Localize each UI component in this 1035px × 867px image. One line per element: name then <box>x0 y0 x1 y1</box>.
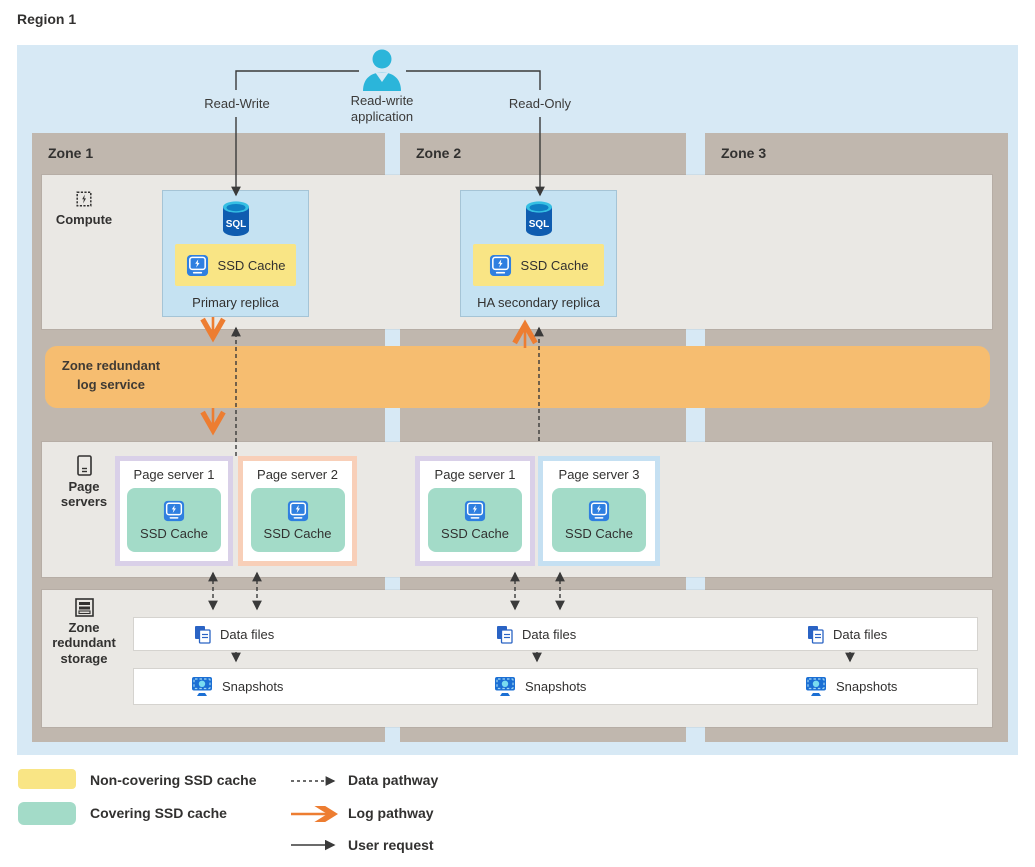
covering-ssd-cache: SSD Cache <box>127 488 221 552</box>
primary-replica-label: Primary replica <box>192 295 279 310</box>
page-server-label: Page server 2 <box>257 467 338 482</box>
legend-user-request-label: User request <box>348 837 434 853</box>
data-files-icon <box>195 625 211 644</box>
ssd-disk-icon <box>489 254 511 276</box>
page-server-label: Page server 1 <box>133 467 215 482</box>
zone-1-label: Zone 1 <box>48 145 94 161</box>
region-title: Region 1 <box>17 11 77 27</box>
page-servers-row-label: Page servers <box>60 479 108 510</box>
ha-secondary-replica-label: HA secondary replica <box>477 295 600 310</box>
primary-replica-box: SQL SSD Cache Primary replica <box>162 190 309 317</box>
secondary-ssd-cache: SSD Cache <box>473 244 604 286</box>
ssd-disk-icon <box>163 500 185 521</box>
legend-log-pathway-label: Log pathway <box>348 805 434 821</box>
snapshots-label: Snapshots <box>525 679 587 694</box>
ssd-cache-label: SSD Cache <box>565 525 633 541</box>
snapshots-item-z1: Snapshots <box>191 669 283 704</box>
secondary-ssd-cache-label: SSD Cache <box>520 257 589 273</box>
legend-swatch-non-covering <box>18 769 76 789</box>
data-files-label: Data files <box>220 626 275 642</box>
compute-chip-icon <box>76 191 92 207</box>
legend-data-pathway-arrow <box>291 776 336 786</box>
application-label: Read-write application <box>350 93 414 124</box>
legend-covering-label: Covering SSD cache <box>90 805 227 821</box>
snapshots-icon <box>806 677 826 696</box>
covering-ssd-cache: SSD Cache <box>428 488 522 552</box>
zone-2-label: Zone 2 <box>416 145 462 161</box>
svg-text:SQL: SQL <box>528 219 549 230</box>
sql-database-icon: SQL <box>525 201 552 236</box>
data-files-label: Data files <box>522 626 577 642</box>
ssd-cache-label: SSD Cache <box>140 525 208 541</box>
log-service-band: Zone redundant log service <box>45 346 990 408</box>
page-server-label: Page server 1 <box>434 467 516 482</box>
primary-ssd-cache-label: SSD Cache <box>217 257 286 273</box>
legend-non-covering-label: Non-covering SSD cache <box>90 772 257 788</box>
primary-ssd-cache: SSD Cache <box>175 244 296 286</box>
snapshots-item-z3: Snapshots <box>805 669 897 704</box>
ha-secondary-replica-box: SQL SSD Cache HA secondary replica <box>460 190 617 317</box>
covering-ssd-cache: SSD Cache <box>250 488 345 552</box>
data-files-item-z1: Data files <box>194 618 274 650</box>
page-server-label: Page server 3 <box>558 467 640 482</box>
data-files-item-z2: Data files <box>496 618 576 650</box>
storage-row-label: Zone redundant storage <box>52 620 116 666</box>
data-files-item-z3: Data files <box>807 618 887 650</box>
page-server-box-z2-1: Page server 1 SSD Cache <box>415 456 535 566</box>
read-only-label: Read-Only <box>508 96 572 111</box>
compute-row-label: Compute <box>55 212 113 227</box>
storage-row-caption: Zone redundant storage <box>48 598 120 666</box>
storage-band <box>42 590 992 727</box>
data-files-strip: Data files Data files Data files <box>133 617 978 651</box>
page-servers-row-caption: Page servers <box>48 455 120 510</box>
ssd-cache-label: SSD Cache <box>263 525 332 541</box>
data-files-label: Data files <box>833 626 888 642</box>
ssd-disk-icon <box>588 500 610 521</box>
legend-log-pathway-arrow <box>291 806 338 822</box>
sql-database-icon: SQL <box>222 201 249 236</box>
storage-icon <box>74 598 94 617</box>
ssd-disk-icon <box>186 254 208 276</box>
page-server-box-z2-3: Page server 3 SSD Cache <box>538 456 660 566</box>
legend-data-pathway-label: Data pathway <box>348 772 439 788</box>
page-server-box-z1-1: Page server 1 SSD Cache <box>115 456 233 566</box>
snapshots-icon <box>495 677 515 696</box>
svg-text:SQL: SQL <box>225 219 246 230</box>
covering-ssd-cache: SSD Cache <box>552 488 646 552</box>
legend-swatch-covering <box>18 802 76 825</box>
compute-row-caption: Compute <box>48 189 120 227</box>
read-write-label: Read-Write <box>204 96 270 111</box>
person-icon <box>363 49 401 91</box>
ssd-disk-icon <box>287 500 308 521</box>
read-write-application <box>359 49 405 91</box>
zone-3-label: Zone 3 <box>721 145 767 161</box>
snapshots-icon <box>192 677 212 696</box>
snapshots-label: Snapshots <box>222 679 284 694</box>
data-files-icon <box>808 625 824 644</box>
legend-user-request-arrow <box>291 839 336 851</box>
ssd-disk-icon <box>464 500 486 521</box>
snapshots-label: Snapshots <box>836 679 898 694</box>
snapshots-strip: Snapshots Snapshots Snapshots <box>133 668 978 705</box>
data-files-icon <box>497 625 513 644</box>
ssd-cache-label: SSD Cache <box>441 525 509 541</box>
page-server-icon <box>76 455 92 476</box>
snapshots-item-z2: Snapshots <box>494 669 586 704</box>
log-service-label: Zone redundant log service <box>61 358 161 392</box>
page-server-box-z1-2: Page server 2 SSD Cache <box>238 456 357 566</box>
